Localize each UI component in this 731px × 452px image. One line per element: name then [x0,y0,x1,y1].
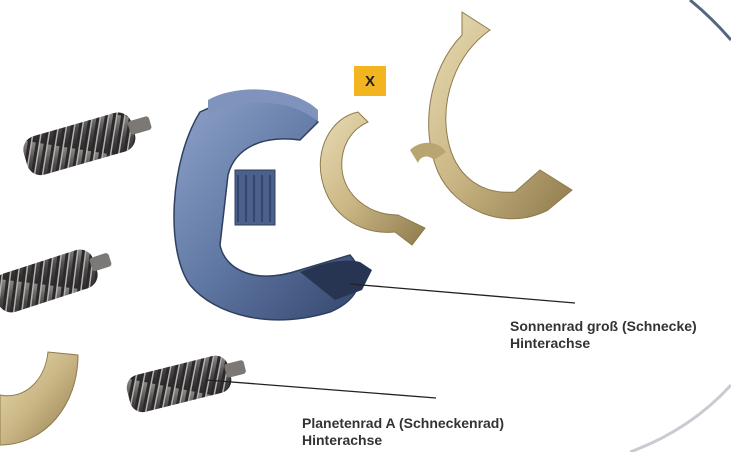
frame-arc-top [690,0,731,40]
leader-line-sun-gear [350,284,575,303]
frame-arc-bottom [630,385,731,452]
label-planet-gear: Planetenrad A (Schneckenrad) Hinterachse [302,415,504,449]
label-sun-gear-axle: Hinterachse [510,335,697,352]
label-sun-gear: Sonnenrad groß (Schnecke) Hinterachse [510,318,697,352]
circlip-small [320,112,425,245]
label-sun-gear-name: Sonnenrad groß (Schnecke) [510,318,697,335]
worm-gear-top [20,104,156,178]
worm-gear-middle [0,241,116,316]
circlip-large [429,12,572,219]
label-planet-gear-axle: Hinterachse [302,432,504,449]
label-planet-gear-name: Planetenrad A (Schneckenrad) [302,415,504,432]
leader-line-planet-gear [206,380,436,398]
bottom-left-ring-segment [0,352,78,445]
callout-marker-text: X [365,73,375,90]
callout-marker-x: X [354,66,386,96]
